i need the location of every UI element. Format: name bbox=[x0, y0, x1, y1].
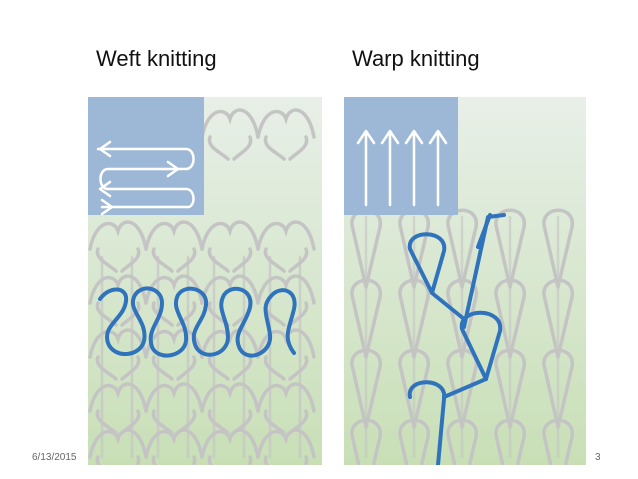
weft-icon-box bbox=[88, 97, 204, 215]
weft-knitting-diagram bbox=[88, 97, 322, 465]
warp-knitting-title: Warp knitting bbox=[352, 46, 480, 71]
warp-icon-box bbox=[344, 97, 458, 215]
weft-knitting-title: Weft knitting bbox=[96, 46, 217, 71]
weft-highlighted-course bbox=[98, 286, 297, 358]
slide-date: 6/13/2015 bbox=[32, 452, 77, 463]
weft-zigzag-arrows-icon bbox=[96, 140, 195, 216]
slide-page-number: 3 bbox=[595, 452, 601, 463]
warp-highlighted-yarn bbox=[407, 213, 506, 465]
warp-gray-loops bbox=[350, 208, 575, 465]
warp-knitting-diagram bbox=[344, 97, 586, 465]
warp-vertical-arrows-icon bbox=[356, 129, 448, 207]
